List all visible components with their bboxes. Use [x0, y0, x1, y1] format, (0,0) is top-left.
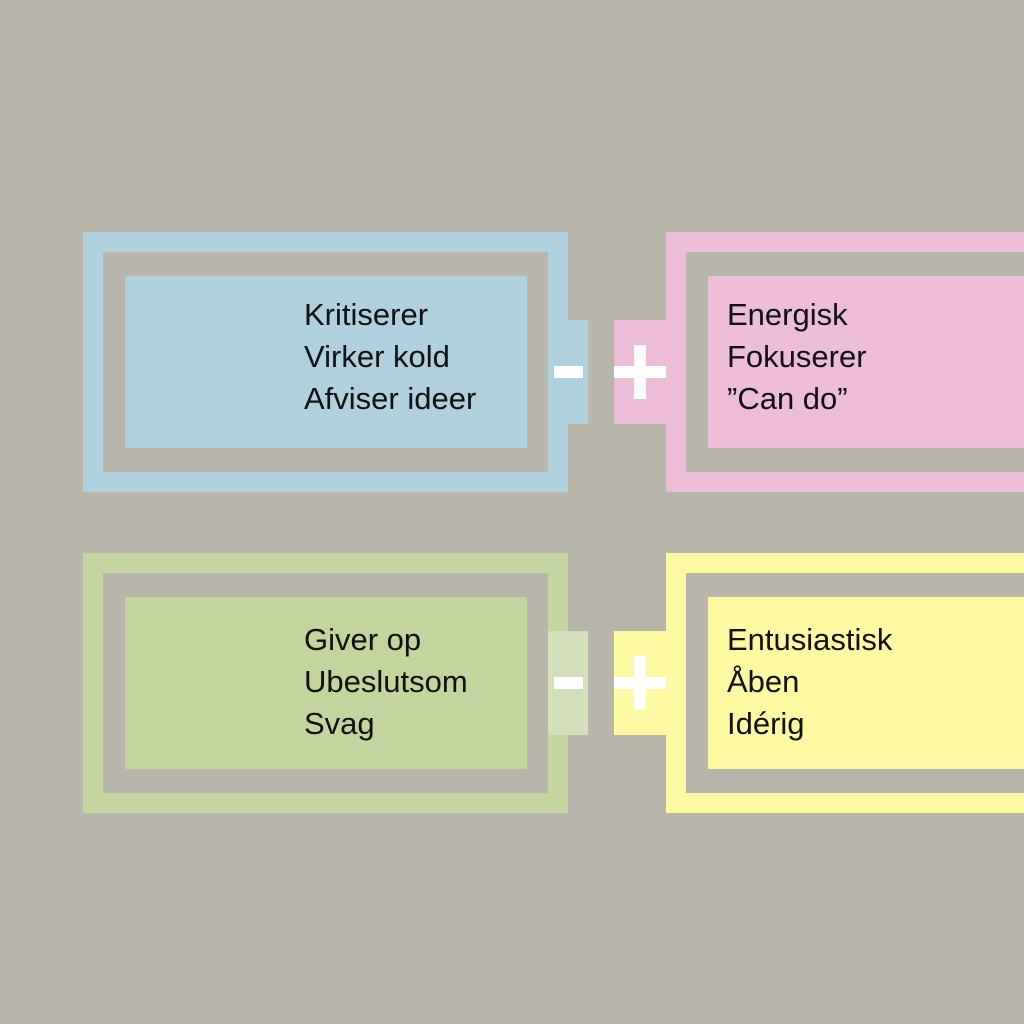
- battery-outer-frame: [83, 232, 568, 492]
- plus-sign-icon: [634, 656, 646, 710]
- text-line: Virker kold: [304, 339, 450, 374]
- battery-fill: [125, 597, 527, 769]
- battery-text: Giver op Ubeslutsom Svag: [304, 619, 468, 745]
- battery-outer-frame: [666, 232, 1024, 492]
- battery-outer-frame: [83, 553, 568, 813]
- text-line: Idérig: [727, 706, 805, 741]
- battery-outer-frame: [666, 553, 1024, 813]
- text-line: Svag: [304, 706, 375, 741]
- text-line: Giver op: [304, 622, 422, 657]
- minus-sign-icon: [554, 677, 583, 689]
- battery-text: Energisk Fokuserer ”Can do”: [727, 294, 867, 420]
- text-line: Kritiserer: [304, 297, 429, 332]
- battery-text: Entusiastisk Åben Idérig: [727, 619, 892, 745]
- text-line: Afviser ideer: [304, 381, 477, 416]
- text-line: Fokuserer: [727, 339, 867, 374]
- battery-fill: [708, 597, 1024, 769]
- plus-sign-icon: [634, 345, 646, 399]
- text-line: Ubeslutsom: [304, 664, 468, 699]
- battery-fill: [708, 276, 1024, 448]
- text-line: Energisk: [727, 297, 848, 332]
- battery-fill: [125, 276, 527, 448]
- minus-sign-icon: [554, 366, 583, 378]
- text-line: ”Can do”: [727, 381, 848, 416]
- text-line: Åben: [727, 664, 800, 699]
- text-line: Entusiastisk: [727, 622, 893, 657]
- battery-text: Kritiserer Virker kold Afviser ideer: [304, 294, 476, 420]
